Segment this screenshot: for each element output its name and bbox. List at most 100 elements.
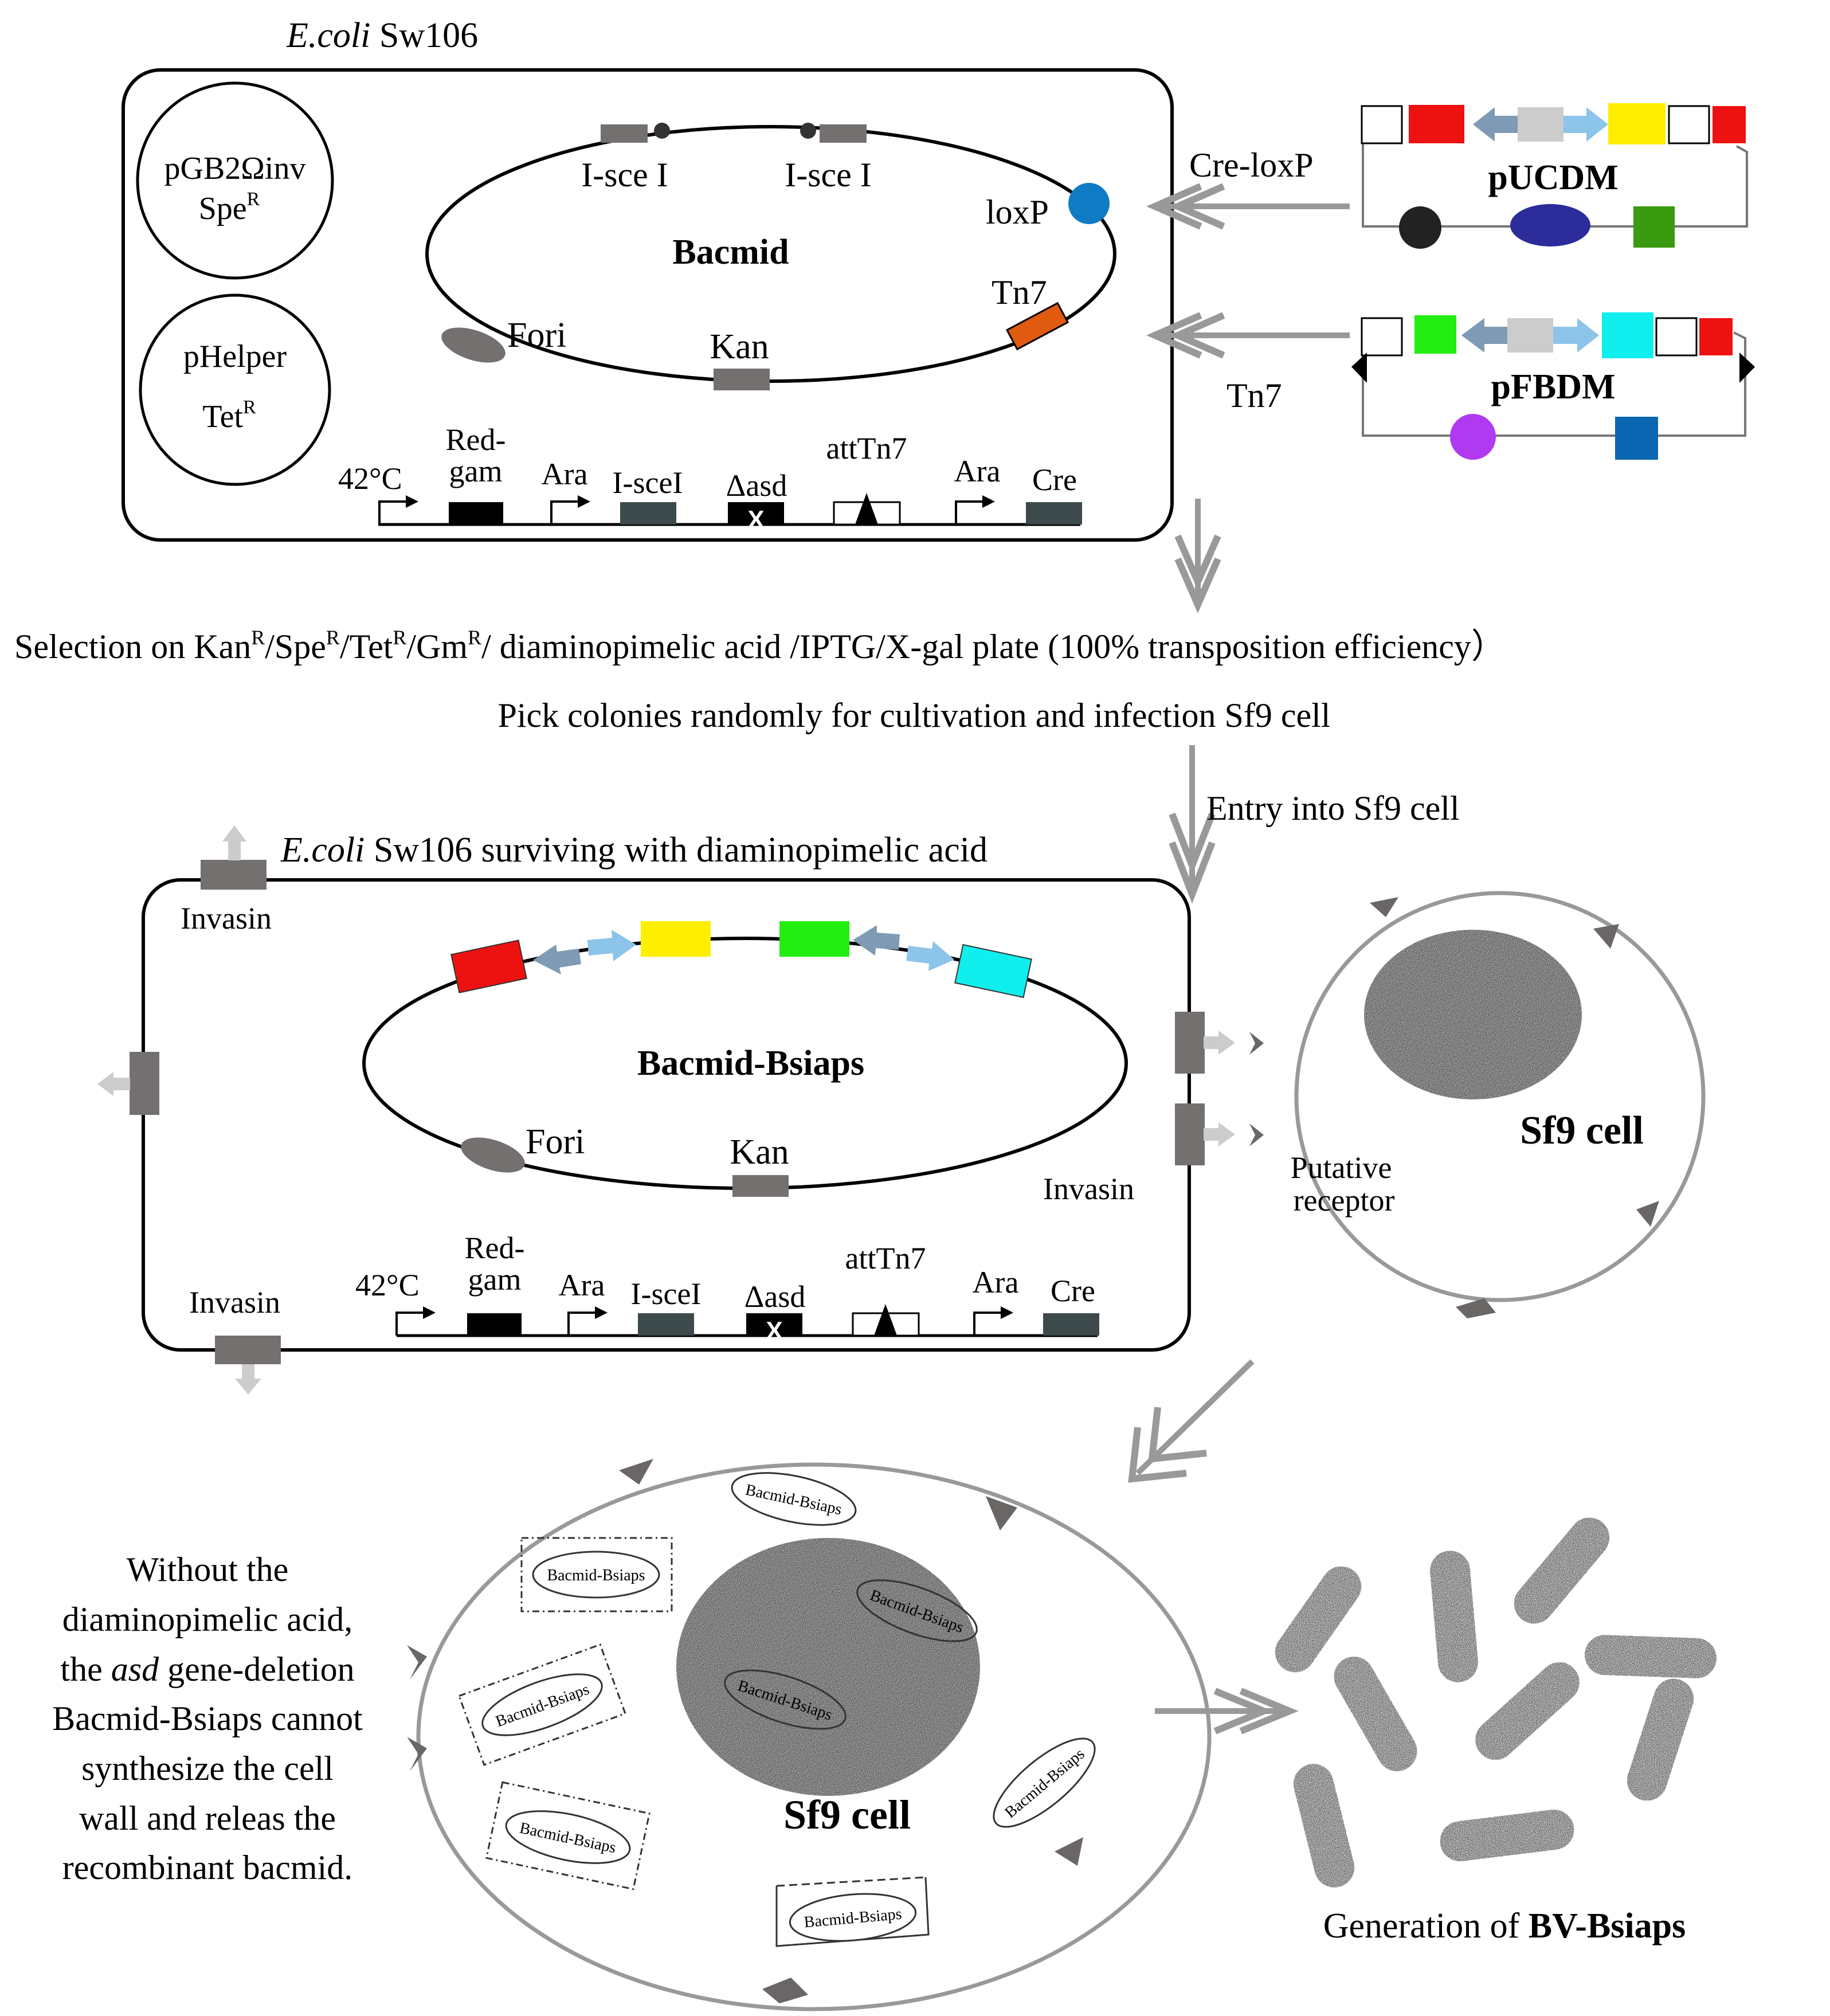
insert-arrow-right-1 — [587, 930, 636, 961]
phelper-label: pHelper — [183, 339, 287, 374]
svg-text:Ara: Ara — [559, 1268, 605, 1302]
invasin-right-label: Invasin — [1043, 1172, 1134, 1206]
fori-origin — [441, 327, 505, 363]
svg-text:diaminopimelic acid,: diaminopimelic acid, — [62, 1600, 353, 1638]
pfbdm-cyan-box — [1602, 312, 1653, 358]
ara-label-2: Ara — [954, 454, 1001, 488]
svg-text:recombinant bacmid.: recombinant bacmid. — [62, 1849, 352, 1886]
bv-rod-5 — [1334, 1657, 1417, 1771]
svg-text:Without the: Without the — [127, 1551, 289, 1588]
atttn7-triangle — [855, 493, 878, 524]
pfbdm-silver-box — [1507, 318, 1553, 353]
bv-rod-9 — [1440, 1810, 1574, 1862]
svg-text:X: X — [766, 1317, 782, 1345]
receptor-label-2: receptor — [1294, 1183, 1395, 1218]
bacmid-tag-7: Bacmid-Bsiaps — [485, 1781, 651, 1890]
pfbdm-arrow-left — [1461, 318, 1507, 353]
pfbdm-blue-square — [1615, 417, 1658, 460]
pfbdm-right-triangle — [1739, 353, 1755, 383]
pfbdm-plasmid: pFBDM — [1351, 312, 1755, 460]
bv-rod-7 — [1627, 1678, 1694, 1801]
svg-text:the asd gene-deletion: the asd gene-deletion — [60, 1650, 354, 1688]
redgam-label-2: gam — [449, 454, 503, 488]
pfbdm-left-triangle — [1351, 353, 1367, 383]
svg-text:Cre: Cre — [1051, 1274, 1095, 1308]
bacmid-bsiaps-label: Bacmid-Bsiaps — [637, 1044, 864, 1083]
receptors-lower — [407, 1459, 1083, 2003]
invasin-top-label: Invasin — [181, 901, 272, 935]
pucdm-red-box-small — [1713, 106, 1746, 143]
pucdm-red-box — [1409, 105, 1464, 143]
receptor-label-1: Putative — [1291, 1150, 1392, 1185]
svg-text:Bacmid-Bsiaps cannot: Bacmid-Bsiaps cannot — [52, 1700, 363, 1737]
phelper-plasmid-circle — [139, 293, 331, 486]
sf9-upper-label: Sf9 cell — [1520, 1109, 1644, 1153]
phelper-resistance: TetR — [202, 397, 256, 434]
iscel-gene — [620, 502, 676, 524]
insert-red — [450, 940, 527, 993]
cre-gene — [1026, 502, 1082, 524]
pfbdm-white-box-1 — [1361, 317, 1403, 357]
redgam-label-1: Red- — [446, 422, 506, 457]
tn7-arrow-label: Tn7 — [1226, 377, 1282, 414]
pfbdm-outline — [1362, 331, 1746, 437]
bv-rod-4 — [1585, 1635, 1717, 1678]
top-cell-outline — [122, 68, 1174, 542]
diagonal-arrow — [1128, 1359, 1255, 1483]
isce-label-left: I-sce I — [581, 156, 668, 194]
cre-loxp-arrow — [1146, 183, 1350, 230]
promoter-arrowhead-ara2 — [982, 495, 995, 508]
loxp-label: loxP — [986, 193, 1049, 231]
pucdm-arrow-right — [1563, 107, 1608, 142]
svg-text:Ara: Ara — [973, 1265, 1019, 1299]
pfbdm-name: pFBDM — [1491, 367, 1616, 406]
pgb2-label: pGB2Ωinv — [164, 151, 306, 186]
promoter-arrowhead-42 — [406, 495, 418, 508]
insert-arrow-right-2 — [906, 941, 954, 971]
sf9-upper-nucleus — [1364, 930, 1582, 1099]
bv-particles — [1275, 1517, 1717, 1888]
promoter-arrow-ara1 — [550, 500, 579, 524]
bacmid-tag-4: Bacmid-Bsiaps — [458, 1643, 626, 1766]
svg-text:gam: gam — [468, 1262, 522, 1297]
pucdm-plasmid: pUCDM — [1361, 103, 1748, 249]
generation-label: Generation of BV-Bsiaps — [1323, 1907, 1686, 1945]
insert-green — [779, 921, 849, 957]
svg-text:42°C: 42°C — [355, 1268, 420, 1302]
pucdm-arrow-left — [1473, 107, 1518, 142]
explanation-text: Without the diaminopimelic acid, the asd… — [52, 1551, 363, 1886]
cre-label: Cre — [1032, 463, 1077, 497]
invasin-bottom-label: Invasin — [189, 1285, 280, 1320]
pucdm-name: pUCDM — [1488, 158, 1618, 197]
promoter-arrowhead-ara1 — [578, 495, 590, 508]
genome-bar-middle: 42°C Red- gam Ara I-sceI Δasd X attTn7 A… — [355, 1231, 1099, 1345]
redgam-gene — [449, 502, 503, 524]
bacmid-tag-6: Bacmid-Bsiaps — [993, 1737, 1096, 1828]
pfbdm-green-box — [1414, 315, 1456, 354]
temp-label: 42°C — [338, 461, 402, 496]
pgb2-resistance: SpeR — [199, 189, 260, 226]
bv-rod-1 — [1275, 1566, 1362, 1673]
bv-rod-2 — [1430, 1551, 1478, 1682]
down-arrow-2 — [1169, 745, 1216, 904]
isce-site-left — [601, 124, 648, 143]
bacmid-ellipse — [425, 125, 1116, 383]
iscel-label: I-sceI — [613, 465, 683, 500]
svg-text:synthesize the cell: synthesize the cell — [81, 1749, 334, 1787]
pucdm-black-dot — [1399, 206, 1441, 249]
insert-arrow-left-2 — [853, 925, 900, 956]
middle-organism-title: E.coli Sw106 surviving with diaminopimel… — [280, 831, 988, 870]
pgb2-plasmid-circle — [136, 81, 334, 280]
isce-dot-right — [800, 123, 816, 139]
kan-label-mid: Kan — [730, 1133, 789, 1172]
bacmid-tag-8: Bacmid-Bsiaps — [775, 1876, 930, 1947]
genome-bar-top: 42°C Red- gam Ara I-sceI Δasd X attTn7 A… — [338, 422, 1082, 534]
pfbdm-white-box-2 — [1655, 317, 1698, 357]
invasin-left — [97, 1052, 159, 1115]
sf9-lower-label: Sf9 cell — [783, 1792, 911, 1838]
pucdm-white-box-2 — [1668, 105, 1710, 144]
tn7-site — [1005, 302, 1069, 351]
invasin-top — [201, 825, 267, 890]
svg-text:wall and releas the: wall and releas the — [79, 1799, 336, 1837]
